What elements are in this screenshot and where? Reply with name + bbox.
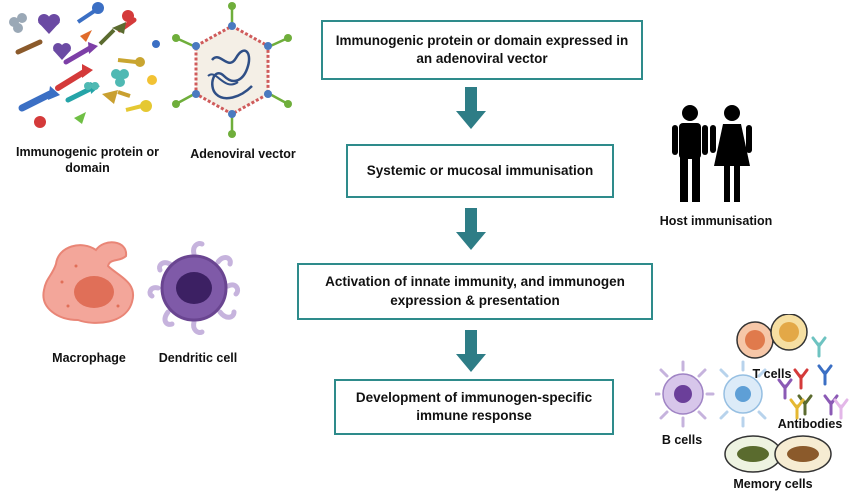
immune-cells-illustration (655, 314, 849, 473)
step-1-text: Immunogenic protein or domain expressed … (335, 32, 629, 66)
adenovirus-illustration (172, 2, 292, 138)
step-box-4: Development of immunogen-specific immune… (334, 379, 614, 435)
antibodies-label: Antibodies (777, 417, 843, 431)
host-people-icon (672, 105, 752, 202)
host-label: Host immunisation (659, 214, 773, 228)
step-2-text: Systemic or mucosal immunisation (366, 162, 594, 178)
macrophage-illustration (42, 241, 135, 324)
step-box-2: Systemic or mucosal immunisation (346, 144, 614, 198)
step-box-3: Activation of innate immunity, and immun… (297, 263, 653, 320)
step-box-1: Immunogenic protein or domain expressed … (321, 20, 643, 80)
down-arrow-3 (456, 330, 486, 372)
down-arrow-1 (456, 87, 486, 129)
down-arrow-2 (456, 208, 486, 250)
dendritic-label: Dendritic cell (158, 351, 238, 365)
immunogen-label: Immunogenic protein or domain (15, 145, 160, 176)
dendritic-cell-illustration (147, 241, 241, 335)
step-3-text: Activation of innate immunity, and immun… (325, 274, 625, 308)
adenovirus-label: Adenoviral vector (190, 147, 296, 161)
bcells-label: B cells (661, 433, 703, 447)
step-4-text: Development of immunogen-specific immune… (355, 389, 593, 423)
memory-label: Memory cells (733, 477, 813, 491)
macrophage-label: Macrophage (52, 351, 126, 365)
immunogen-shapes-illustration (9, 2, 160, 128)
tcells-label: T cells (752, 367, 792, 381)
